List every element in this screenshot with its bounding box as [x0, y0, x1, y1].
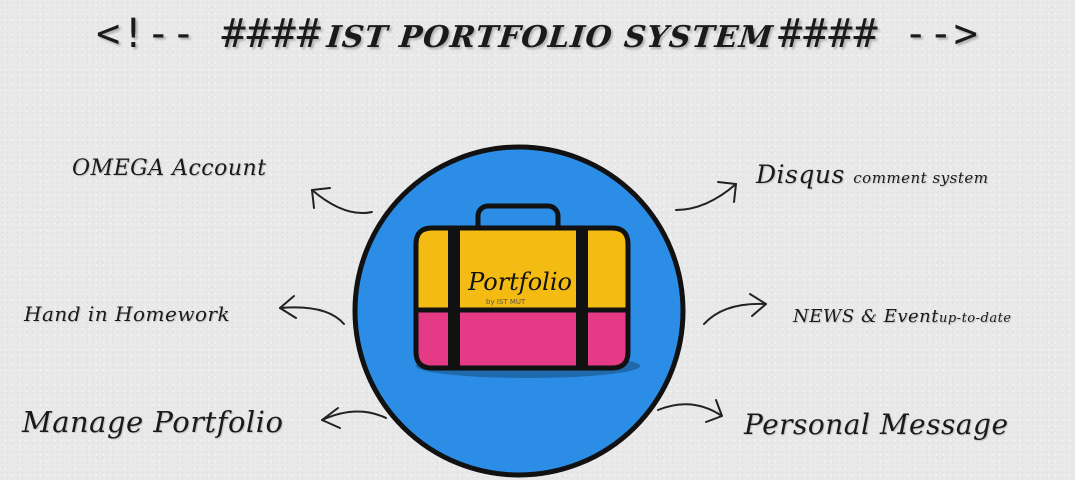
- system-title: IST PORTFOLIO SYSTEM: [325, 20, 776, 55]
- briefcase-icon: Portfolio by IST MUT: [413, 203, 640, 378]
- portfolio-emblem: Portfolio by IST MUT: [350, 142, 688, 480]
- news-label: NEWS & Event: [793, 306, 939, 327]
- comment-open-mark: <!-- ####: [96, 11, 322, 57]
- arrow-icon: [272, 288, 352, 328]
- news-sub-label: up-to-date: [938, 311, 1012, 326]
- disqus-sub-label: comment system: [853, 169, 989, 187]
- feature-hand-in-homework: Hand in Homework: [24, 302, 231, 326]
- disqus-label: Disqus: [756, 160, 845, 189]
- feature-manage-portfolio: Manage Portfolio: [22, 405, 284, 439]
- feature-omega-account: OMEGA Account: [72, 156, 267, 181]
- arrow-icon: [670, 172, 750, 212]
- portfolio-word: Portfolio: [467, 268, 572, 296]
- feature-disqus: Disqus comment system: [756, 160, 988, 189]
- feature-personal-message: Personal Message: [744, 408, 1009, 441]
- feature-news-event: NEWS & Eventup-to-date: [793, 306, 1012, 327]
- arrow-icon: [300, 180, 380, 220]
- portfolio-byline: by IST MUT: [486, 298, 526, 306]
- arrow-icon: [652, 392, 732, 432]
- comment-close-mark: #### -->: [778, 11, 979, 57]
- page-title: <!-- #### IST PORTFOLIO SYSTEM #### -->: [0, 6, 1075, 70]
- arrow-icon: [698, 288, 778, 328]
- arrow-icon: [312, 398, 392, 438]
